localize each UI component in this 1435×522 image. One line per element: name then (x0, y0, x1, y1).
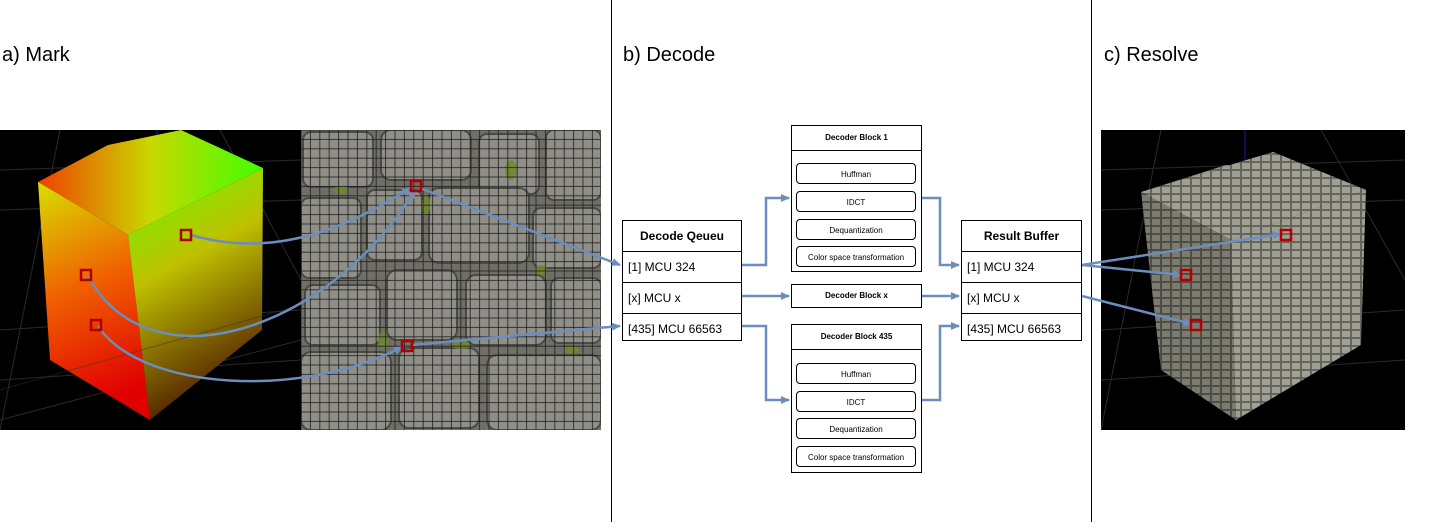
step-huffman: Huffman (796, 163, 916, 184)
uv-cube-render (0, 130, 301, 430)
result-buffer-row: [435] MCU 66563 (967, 322, 1062, 336)
step-idct: IDCT (796, 391, 916, 412)
decode-queue-row: [1] MCU 324 (623, 252, 741, 283)
step-color-space: Color space transformation (796, 446, 916, 467)
arrow-decoder-1-to-buffer (922, 196, 960, 269)
step-huffman: Huffman (796, 363, 916, 384)
arrow-queue-to-decoder-1 (742, 194, 790, 267)
section-title-decode: b) Decode (623, 44, 716, 66)
step-idct: IDCT (796, 191, 916, 212)
decode-queue-title: Decode Qeueu (623, 221, 741, 252)
decoder-block-1: Decoder Block 1 Huffman IDCT Dequantizat… (791, 125, 922, 272)
decoder-block-435: Decoder Block 435 Huffman IDCT Dequantiz… (791, 324, 922, 473)
divider-decode-resolve (1091, 0, 1092, 522)
decode-queue: Decode Qeueu [1] MCU 324 [x] MCU x [435]… (622, 220, 742, 341)
result-buffer: Result Buffer [1] MCU 324 [x] MCU x [435… (961, 220, 1082, 341)
decode-queue-row: [435] MCU 66563 (628, 322, 723, 336)
section-title-mark: a) Mark (2, 44, 70, 66)
result-buffer-row: [x] MCU x (962, 283, 1081, 314)
arrow-decoder-435-to-buffer (922, 322, 960, 402)
textured-cube-render (1101, 130, 1405, 430)
section-title-resolve: c) Resolve (1104, 44, 1199, 66)
step-dequantization: Dequantization (796, 219, 916, 240)
step-dequantization: Dequantization (796, 418, 916, 439)
divider-mark-decode (611, 0, 612, 522)
decode-queue-row: [x] MCU x (623, 283, 741, 314)
decoder-block-435-title: Decoder Block 435 (792, 325, 921, 350)
decoder-block-x: Decoder Block x (791, 284, 922, 308)
decoder-block-1-title: Decoder Block 1 (792, 126, 921, 151)
texture-mcu-grid (301, 130, 601, 430)
result-buffer-title: Result Buffer (962, 221, 1081, 252)
arrow-queue-to-decoder-435 (742, 324, 790, 404)
result-buffer-row: [1] MCU 324 (962, 252, 1081, 283)
step-color-space: Color space transformation (796, 246, 916, 267)
